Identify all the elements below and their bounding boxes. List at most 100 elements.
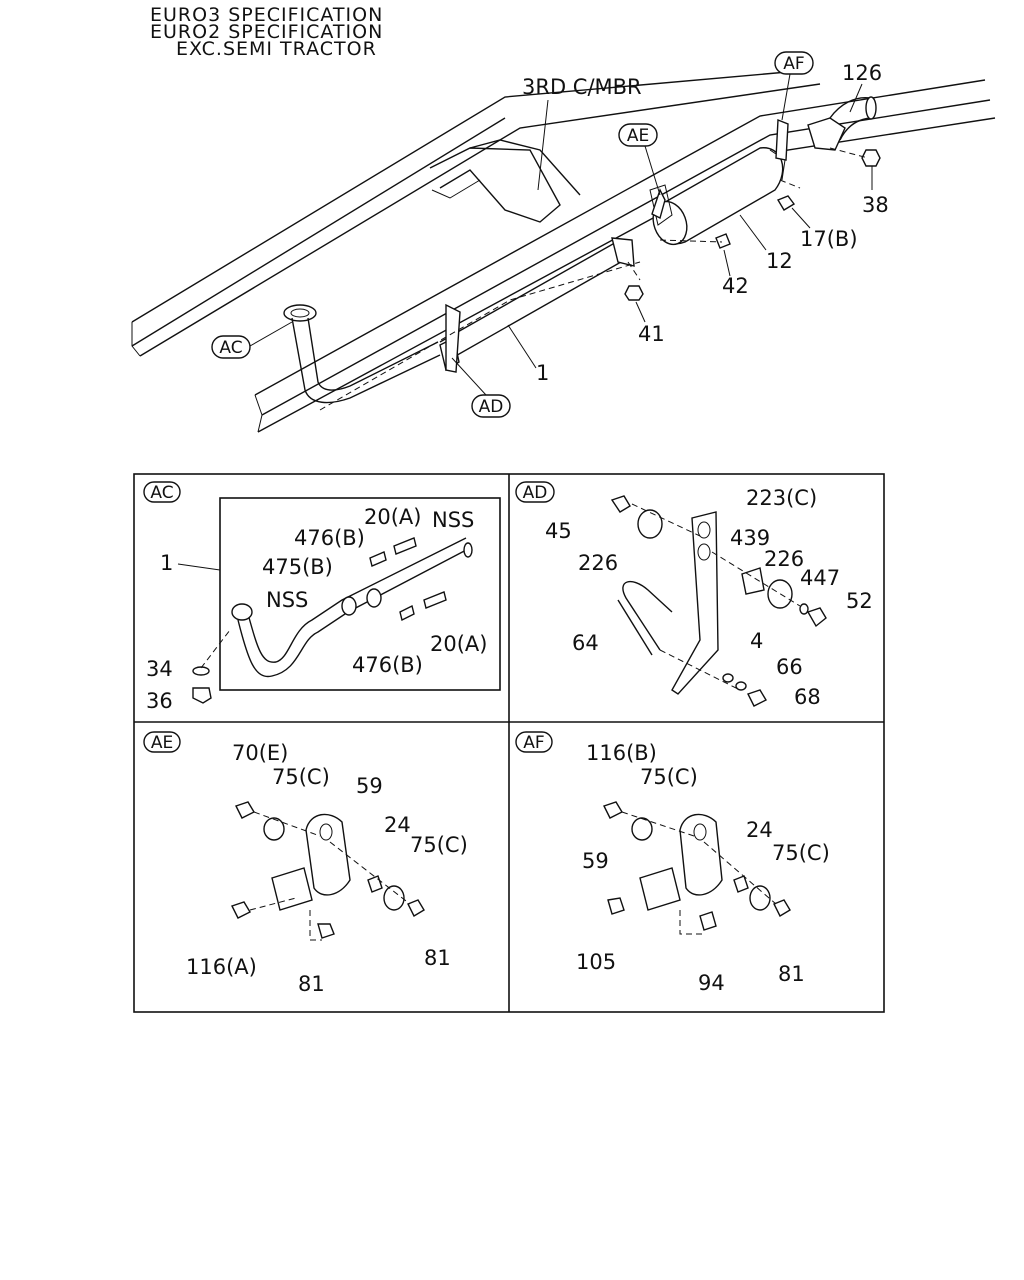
af-part-75c-right: 75(C) (772, 841, 830, 865)
ac-inset-box (219, 497, 501, 691)
ac-bolt-bottom (423, 591, 447, 609)
ae-hanger-hole (319, 823, 333, 841)
ac-part-36: 36 (146, 689, 173, 713)
ae-base-bracket (271, 867, 313, 911)
crossmember-leader (537, 99, 549, 191)
ad-bushing-226-left (637, 509, 663, 539)
ae-part-70e: 70(E) (232, 741, 288, 765)
ad-bracket (671, 511, 719, 695)
af-part-24: 24 (746, 818, 773, 842)
panel-ae: AE 70(E) 75(C) 59 24 75(C) 116(A) 81 81 (143, 731, 468, 996)
ad-washer-4 (722, 673, 734, 683)
ad-bracket-hole-1 (697, 521, 711, 539)
part-number-38: 38 (862, 193, 889, 217)
ac-pipe-inner (247, 537, 467, 663)
ac-pipe-end (463, 542, 473, 558)
ad-part-45: 45 (545, 519, 572, 543)
ac-stud-bottom (399, 604, 415, 622)
ae-hanger-59 (305, 813, 351, 896)
ad-nut-68 (747, 689, 767, 707)
ad-part-226-right: 226 (764, 547, 804, 571)
header-line-1: EURO3 SPECIFICATION (150, 4, 383, 26)
ac-leader-1 (177, 563, 221, 571)
third-crossmember (429, 139, 581, 223)
svg-text:AE: AE (151, 733, 173, 753)
front-exhaust-pipe (283, 304, 441, 404)
ad-part-66: 66 (776, 655, 803, 679)
af-washer-75c-top (631, 817, 653, 841)
part-number-42: 42 (722, 274, 749, 298)
ad-u-bolt-leg (617, 599, 653, 656)
panel-ad-tag: AD (515, 481, 555, 503)
leader-1 (507, 324, 537, 369)
ae-routing-dash-2 (329, 841, 411, 905)
ae-part-75c-right: 75(C) (410, 833, 468, 857)
hanger-ae (651, 188, 666, 220)
ac-part-476b-bottom: 476(B) (352, 653, 423, 677)
ac-part-476b-top: 476(B) (294, 526, 365, 550)
ae-bolt-70e (235, 801, 255, 819)
ad-washer-66 (735, 681, 747, 691)
ac-routing-dash (200, 629, 231, 669)
af-hanger-hole (693, 823, 707, 841)
ae-part-81-bottom: 81 (298, 972, 325, 996)
af-base-bracket (639, 867, 681, 911)
panel-ac: AC 1 20(A) NSS 476(B) 475(B) NSS 34 36 4… (143, 481, 501, 713)
part-number-41: 41 (638, 322, 665, 346)
ae-collar-24 (367, 875, 383, 893)
ae-part-59: 59 (356, 774, 383, 798)
part-number-17b: 17(B) (800, 227, 858, 251)
ad-routing-dash-1 (631, 503, 701, 537)
af-hanger-59 (679, 813, 723, 896)
ae-nut-81-bottom (317, 923, 335, 939)
ac-part-20a-bottom: 20(A) (430, 632, 487, 656)
routing-dash-5 (627, 261, 641, 281)
svg-text:AC: AC (150, 483, 173, 503)
svg-text:AF: AF (783, 54, 804, 74)
ad-washer-447 (799, 603, 809, 615)
af-bolt-116b (603, 801, 623, 819)
callout-af[interactable]: AF (774, 51, 814, 121)
panel-af-tag: AF (515, 731, 553, 753)
specification-header: EURO3 SPECIFICATION EURO2 SPECIFICATION … (150, 4, 383, 60)
ac-gasket (341, 596, 357, 616)
ae-washer-75c-right (383, 885, 405, 911)
callout-ad[interactable]: AD (451, 357, 511, 418)
leader-41 (635, 301, 646, 323)
frame-rail-upper (131, 69, 821, 357)
af-part-81: 81 (778, 962, 805, 986)
part-number-1: 1 (536, 361, 549, 385)
ad-part-52: 52 (846, 589, 873, 613)
ad-part-4: 4 (750, 629, 763, 653)
routing-dash-4 (829, 147, 869, 159)
routing-dash-3 (779, 179, 801, 189)
af-part-59: 59 (582, 849, 609, 873)
ac-part-20a-top: 20(A) (364, 505, 421, 529)
ac-washer-34 (192, 666, 210, 676)
ae-bolt-116a (231, 901, 251, 919)
ac-nut-36 (192, 687, 212, 704)
part-number-126: 126 (842, 61, 882, 85)
af-part-105: 105 (576, 950, 616, 974)
af-collar-24 (733, 875, 749, 893)
callout-ae[interactable]: AE (618, 123, 661, 196)
leader-17b (791, 207, 811, 229)
ae-part-75c-top: 75(C) (272, 765, 330, 789)
ae-routing-dash-4 (309, 910, 322, 941)
callout-ac[interactable]: AC (211, 321, 293, 359)
muffler-12 (649, 147, 786, 246)
header-line-2: EURO2 SPECIFICATION (150, 21, 383, 43)
hanger-af (775, 118, 789, 161)
ac-pipe (237, 547, 471, 678)
ac-stud-top (369, 551, 387, 567)
routing-dash-2 (659, 239, 723, 243)
panel-ac-tag: AC (143, 481, 181, 503)
svg-text:AD: AD (523, 483, 548, 503)
ac-flange (231, 603, 253, 621)
ad-part-223c: 223(C) (746, 486, 817, 510)
ac-bolt-top (393, 537, 417, 555)
ad-bolt-45 (610, 495, 631, 513)
af-routing-dash-2 (703, 841, 777, 905)
ae-part-24: 24 (384, 813, 411, 837)
